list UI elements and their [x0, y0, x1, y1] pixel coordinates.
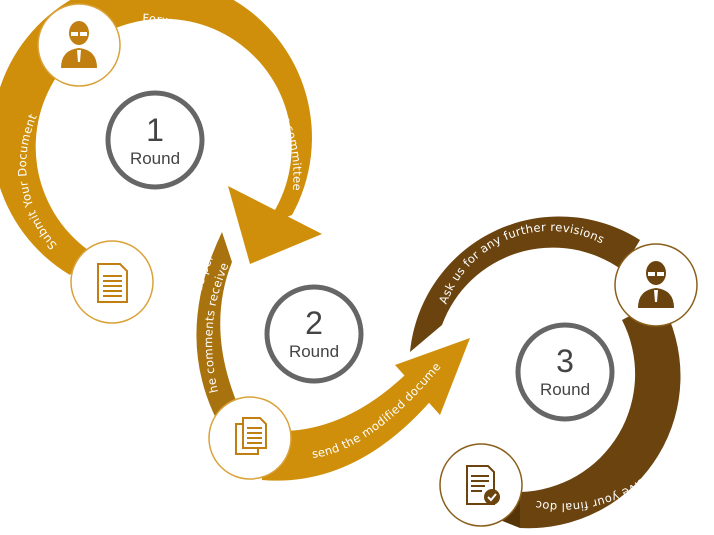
badge-top-person: [37, 3, 121, 87]
person-icon: [61, 21, 97, 68]
round-2-arrowhead: [395, 338, 470, 415]
round-2-label: Round: [289, 342, 339, 361]
round-1-arrowhead: [228, 186, 322, 264]
round-3-circle: 3 Round: [515, 322, 615, 422]
round-1-number: 1: [146, 112, 164, 148]
badge-right-person: [614, 243, 698, 327]
round-2-number: 2: [305, 305, 323, 341]
round-3-right-arc: [520, 300, 681, 529]
badge-document-check: [439, 443, 523, 527]
document-icon: [97, 263, 128, 303]
round-2-circle: 2 Round: [264, 284, 364, 384]
documents-icon: [235, 417, 267, 455]
person-icon: [638, 261, 674, 308]
round-2-bottom-band: [262, 360, 440, 481]
round-3-label: Round: [540, 380, 590, 399]
round-1-loop: [0, 0, 322, 275]
round-2-connector: [196, 232, 470, 481]
badge-middle-documents: [208, 396, 292, 480]
badge-left-document: [70, 240, 154, 324]
document-check-icon: [466, 465, 500, 505]
step-ask-label: Ask us for any further revisions: [436, 220, 607, 306]
round-2-left-arc: [196, 232, 240, 440]
round-1-circle: 1 Round: [105, 90, 205, 190]
round-1-label: Round: [130, 149, 180, 168]
round-3-top-arc: [410, 216, 640, 352]
round-3-number: 3: [556, 343, 574, 379]
